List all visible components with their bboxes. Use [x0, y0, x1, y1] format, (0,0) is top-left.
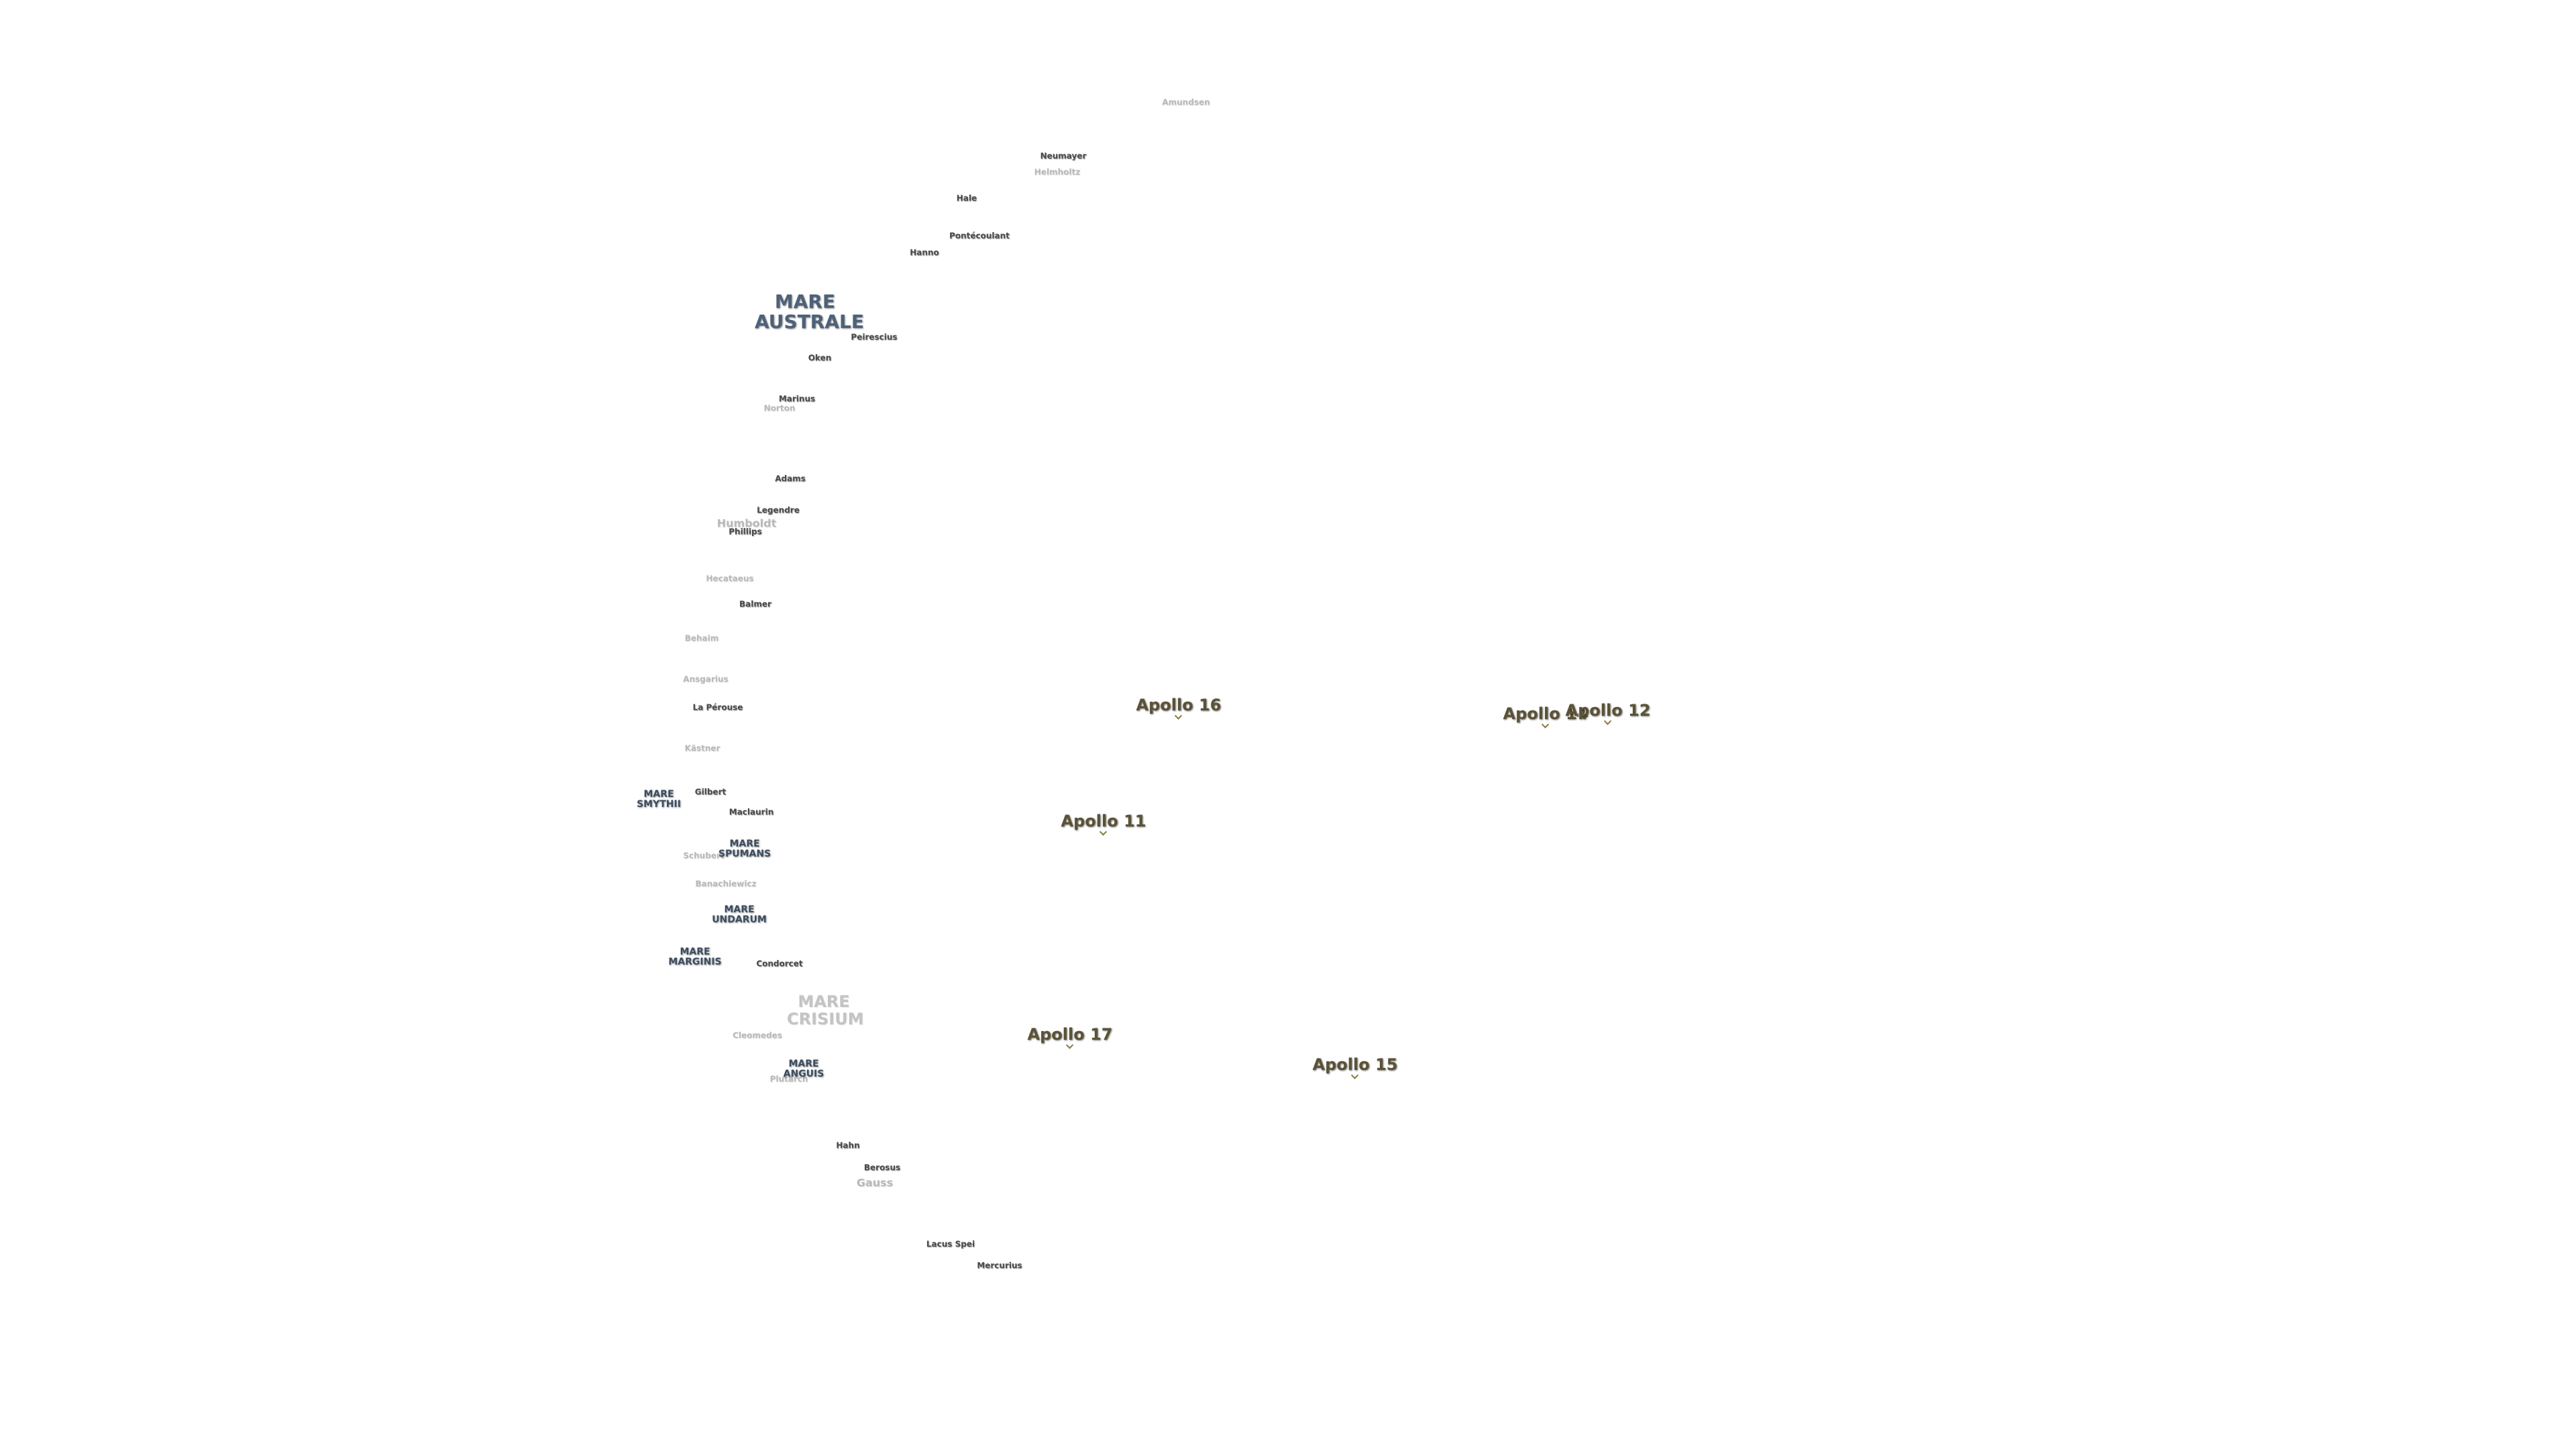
apollo-site-apollo-15[interactable]: Apollo 15 — [1312, 1055, 1398, 1079]
crater-label-adams[interactable]: Adams — [775, 474, 806, 484]
mare-label-mare-australe[interactable]: MARE AUSTRALE — [755, 290, 865, 333]
crater-label-gauss[interactable]: Gauss — [856, 1176, 894, 1189]
crater-label-banachiewicz[interactable]: Banachiewicz — [695, 879, 757, 889]
apollo-site-apollo-17[interactable]: Apollo 17 — [1027, 1025, 1113, 1049]
apollo-site-apollo-11[interactable]: Apollo 11 — [1061, 812, 1146, 836]
crater-label-berosus[interactable]: Berosus — [863, 1163, 901, 1173]
apollo-site-label: Apollo 16 — [1136, 696, 1222, 715]
apollo-site-label: Apollo 17 — [1027, 1025, 1113, 1044]
crater-label-lacus-spei[interactable]: Lacus Spei — [926, 1239, 975, 1249]
crater-label-gilbert[interactable]: Gilbert — [694, 787, 727, 797]
apollo-site-label: Apollo 15 — [1312, 1055, 1398, 1075]
crater-label-mercurius[interactable]: Mercurius — [977, 1260, 1022, 1271]
mare-label-mare-smythii[interactable]: MARE SMYTHII — [637, 788, 681, 810]
crater-label-hale[interactable]: Hale — [956, 193, 977, 203]
apollo-site-apollo-12[interactable]: Apollo 12 — [1565, 701, 1651, 725]
mare-label-mare-marginis[interactable]: MARE MARGINIS — [668, 946, 722, 967]
crater-label-maclaurin[interactable]: Maclaurin — [729, 807, 774, 817]
crater-label-peirescius[interactable]: Peirescius — [851, 332, 898, 342]
apollo-site-label: Apollo 12 — [1565, 701, 1651, 720]
crater-label-phillips[interactable]: Phillips — [729, 527, 762, 537]
apollo-site-apollo-14[interactable]: Apollo 14 — [1503, 704, 1589, 729]
crater-label-cleomedes[interactable]: Cleomedes — [733, 1030, 782, 1040]
crater-label-legendre[interactable]: Legendre — [757, 505, 800, 515]
crater-label-balmer[interactable]: Balmer — [739, 599, 771, 609]
crater-label-neumayer[interactable]: Neumayer — [1040, 151, 1087, 161]
crater-label-schubert[interactable]: Schubert — [683, 851, 724, 861]
crater-label-behaim[interactable]: Behaim — [684, 633, 719, 643]
crater-label-hecataeus[interactable]: Hecataeus — [706, 574, 754, 584]
mare-label-mare-anguis[interactable]: MARE ANGUIS — [783, 1058, 824, 1079]
mare-label-mare-crisium[interactable]: MARE CRISIUM — [787, 992, 864, 1028]
crater-label-hahn[interactable]: Hahn — [836, 1140, 860, 1150]
apollo-site-apollo-16[interactable]: Apollo 16 — [1136, 696, 1222, 720]
crater-label-amundsen[interactable]: Amundsen — [1162, 97, 1210, 107]
crater-label-norton[interactable]: Norton — [763, 403, 796, 413]
mare-label-mare-spumans[interactable]: MARE SPUMANS — [718, 838, 771, 859]
mare-label-mare-undarum[interactable]: MARE UNDARUM — [712, 904, 767, 925]
crater-label-pontecoulant[interactable]: Pontécoulant — [949, 231, 1010, 241]
apollo-site-label: Apollo 14 — [1503, 704, 1589, 724]
crater-label-kastner[interactable]: Kästner — [684, 743, 720, 753]
crater-label-plutarch[interactable]: Plutarch — [769, 1074, 808, 1084]
crater-label-condorcet[interactable]: Condorcet — [756, 959, 803, 969]
crater-label-oken[interactable]: Oken — [808, 353, 832, 363]
crater-label-ansgarius[interactable]: Ansgarius — [683, 674, 729, 684]
crater-label-la-perouse[interactable]: La Pérouse — [692, 702, 743, 712]
crater-label-hanno[interactable]: Hanno — [910, 248, 939, 258]
crater-label-marinus[interactable]: Marinus — [778, 394, 816, 404]
crater-label-helmholtz[interactable]: Helmholtz — [1034, 167, 1081, 177]
apollo-site-label: Apollo 11 — [1061, 812, 1146, 831]
crater-label-humboldt[interactable]: Humboldt — [716, 517, 777, 530]
